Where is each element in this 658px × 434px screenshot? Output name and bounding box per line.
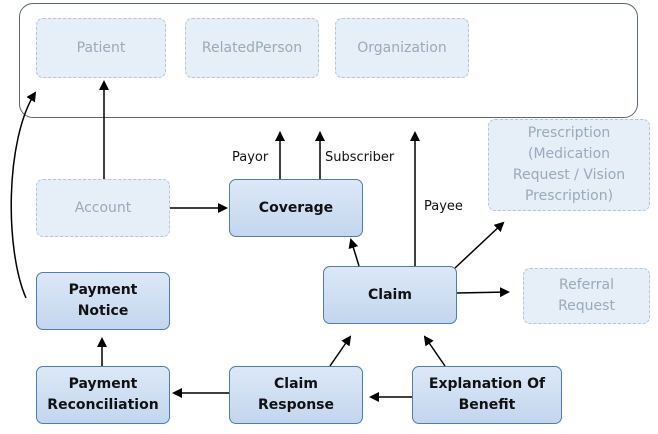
payment-notice-to-group-arrow — [10, 91, 37, 299]
claim-label: Claim — [368, 286, 412, 303]
payment-reconciliation-node: Payment Reconciliation — [36, 366, 170, 424]
coverage-label: Coverage — [258, 199, 334, 216]
prescription-line-2: (Medication — [527, 146, 611, 162]
prescription-line-1: Prescription — [527, 125, 611, 141]
payee-edge-label: Payee — [424, 199, 463, 214]
claim-node: Claim — [323, 266, 457, 324]
eob-to-claim-arrow — [423, 335, 446, 367]
explanation-of-benefit-node: Explanation Of Benefit — [412, 366, 562, 424]
related-person-label: RelatedPerson — [201, 39, 303, 56]
prescription-line-3: Request / Vision — [512, 167, 626, 183]
prescription-line-4: Prescription) — [524, 188, 614, 204]
referral-line-1: Referral — [559, 277, 614, 293]
patient-node: Patient — [36, 18, 166, 78]
referral-line-2: Request — [558, 298, 615, 314]
referral-request-node: Referral Request — [523, 268, 650, 324]
claim-response-line-1: Claim — [274, 376, 318, 392]
patient-label: Patient — [76, 39, 126, 56]
organization-node: Organization — [335, 18, 469, 78]
claim-response-to-claim-arrow — [329, 335, 352, 367]
payment-notice-line-2: Notice — [77, 303, 129, 319]
payor-edge-label: Payor — [232, 150, 269, 165]
payment-reconciliation-line-1: Payment — [68, 376, 138, 392]
coverage-node: Coverage — [229, 179, 363, 237]
payment-notice-line-1: Payment — [68, 282, 138, 298]
claim-response-line-2: Response — [257, 397, 335, 413]
claim-to-coverage-arrow — [348, 238, 360, 267]
claim-to-referral-arrow — [456, 287, 510, 298]
payment-notice-node: Payment Notice — [36, 272, 170, 330]
account-label: Account — [74, 199, 132, 216]
prescription-node: Prescription (Medication Request / Visio… — [488, 119, 650, 211]
subscriber-edge-label: Subscriber — [325, 150, 395, 165]
related-person-node: RelatedPerson — [185, 18, 319, 78]
account-node: Account — [36, 179, 170, 237]
eob-line-1: Explanation Of — [428, 376, 546, 392]
claim-response-node: Claim Response — [229, 366, 363, 424]
payment-reconciliation-line-2: Reconciliation — [47, 397, 159, 413]
eob-line-2: Benefit — [458, 397, 516, 413]
organization-label: Organization — [357, 39, 447, 56]
claim-to-prescription-arrow — [454, 221, 505, 269]
